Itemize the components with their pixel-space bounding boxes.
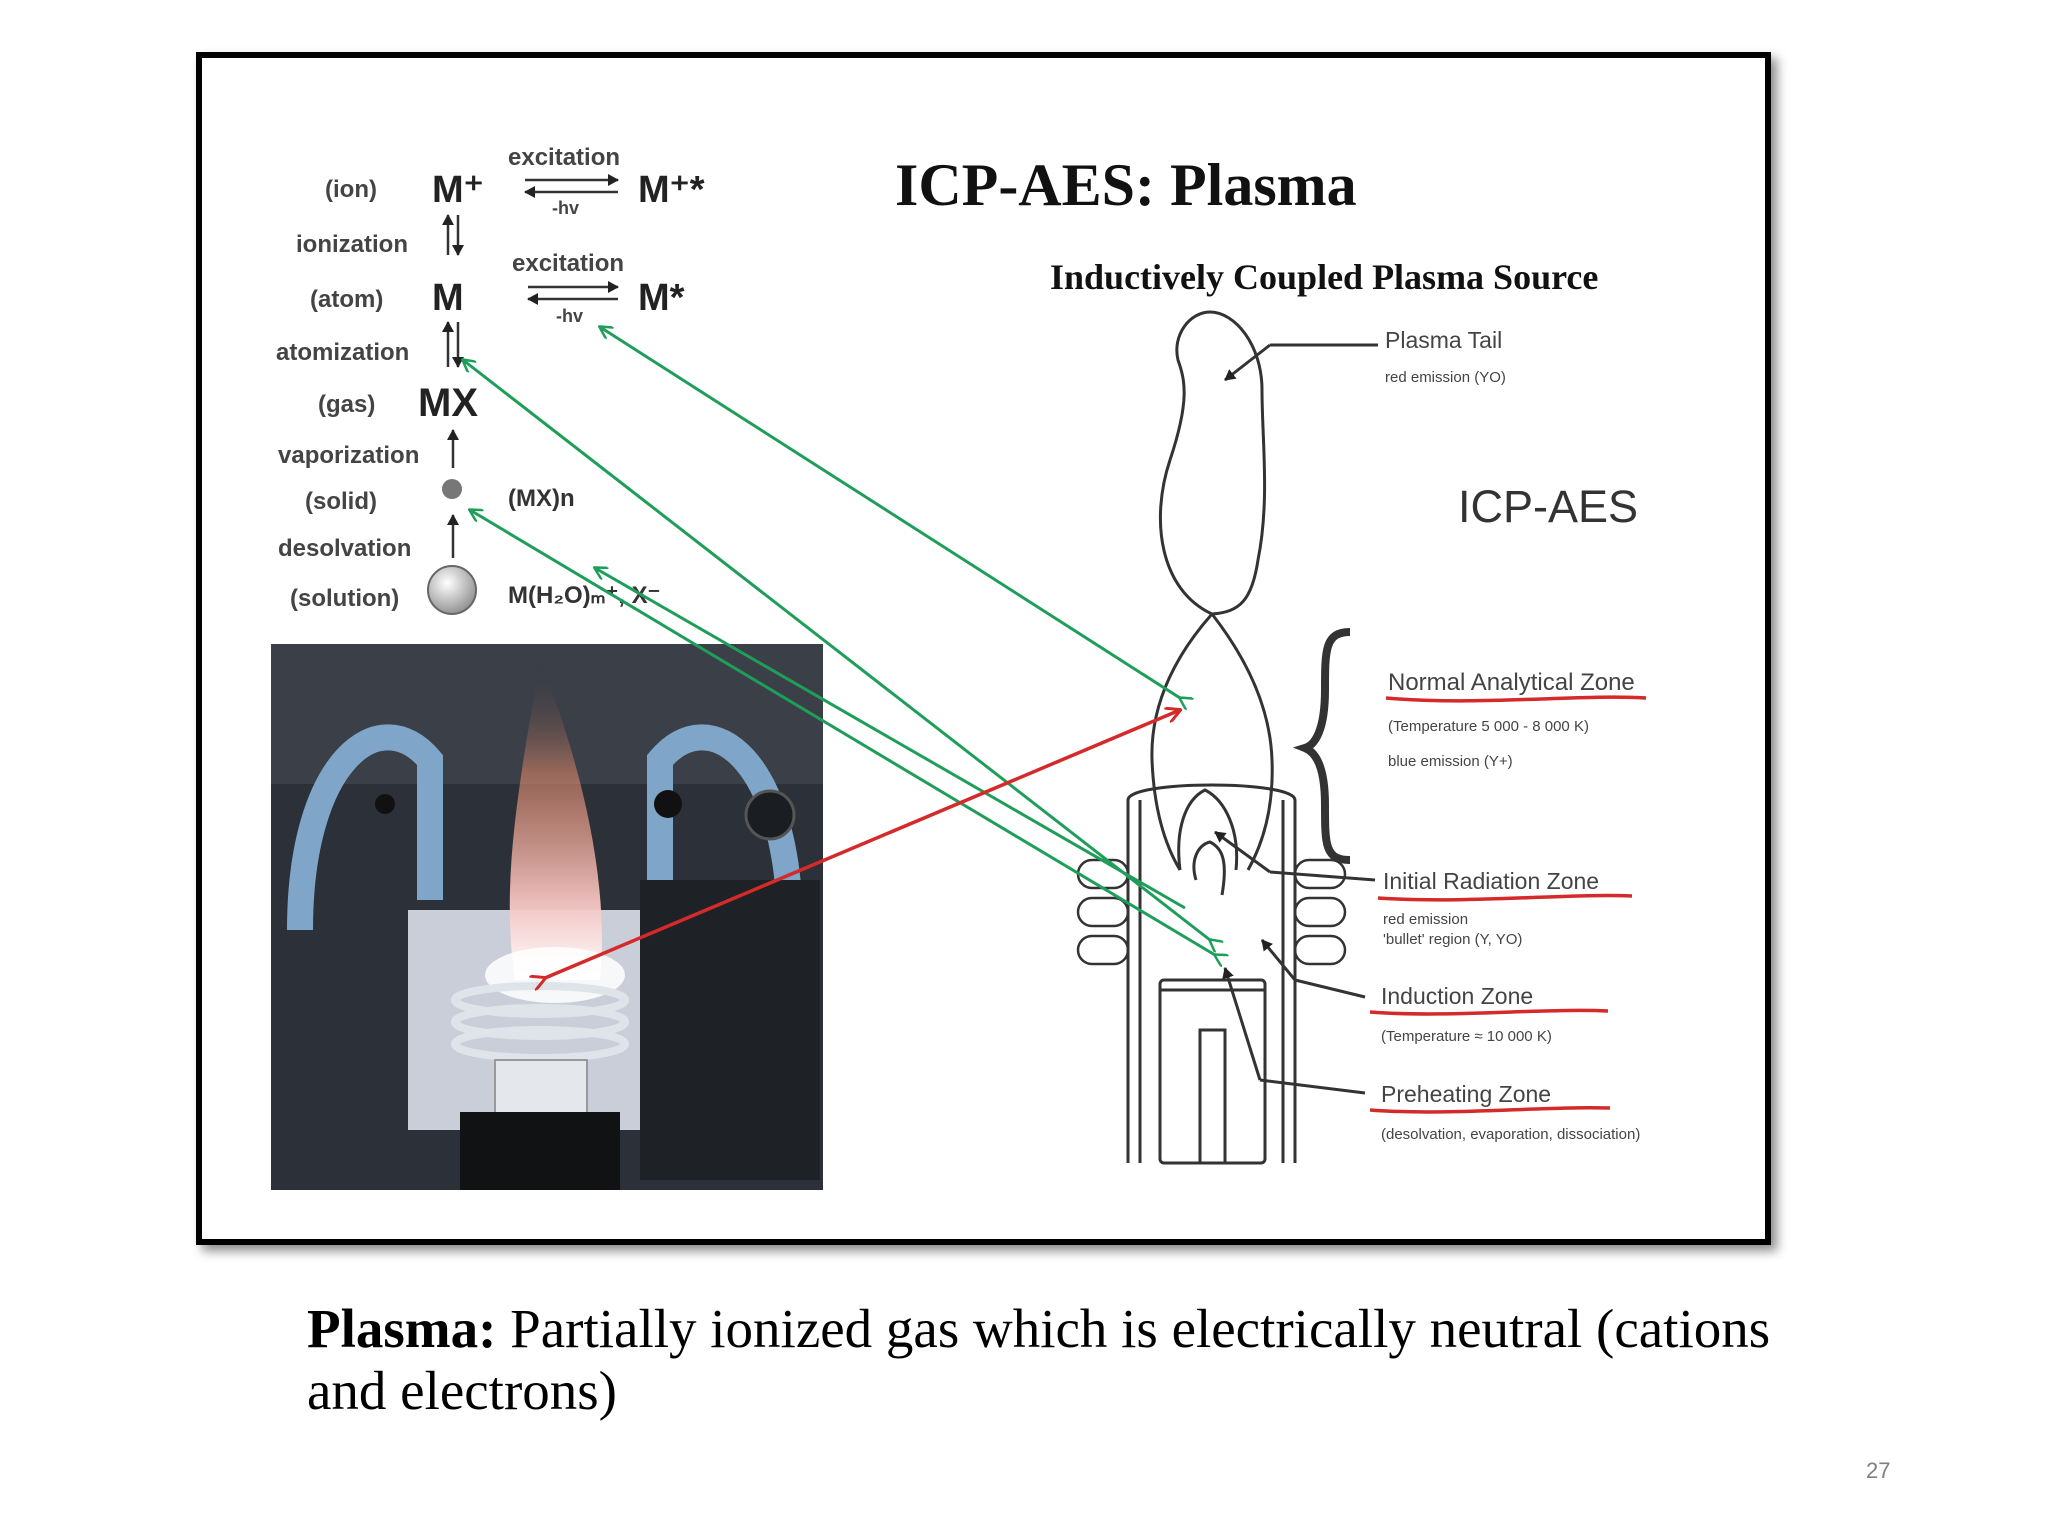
emission-label-atom: -hv (556, 306, 583, 326)
species-gas: MX (418, 381, 478, 425)
emission-label-ion: -hv (552, 198, 579, 218)
torch-drawing (1076, 310, 1378, 1165)
page-number: 27 (1866, 1458, 1891, 1483)
zone-name-normal-analytical: Normal Analytical Zone (1388, 669, 1635, 696)
process-ladder: (ion) ionization (atom) atomization (gas… (276, 144, 705, 615)
species-solution: M(H₂O)ₘ⁺, X⁻ (508, 582, 660, 609)
state-label-gas: (gas) (318, 391, 375, 418)
transition-ionization: ionization (296, 231, 408, 258)
solution-droplet-icon (427, 565, 477, 615)
torch-photo (271, 644, 823, 1190)
transition-vaporization: vaporization (278, 442, 419, 469)
zone-detail-initial-radiation: red emission (1383, 911, 1468, 928)
zone-name-initial-radiation: Initial Radiation Zone (1383, 868, 1599, 894)
species-excited-atom: M* (638, 277, 685, 319)
species-ion: M⁺ (432, 169, 484, 211)
state-label-atom: (atom) (310, 286, 383, 313)
caption-term: Plasma: (307, 1298, 497, 1359)
zone-detail2-initial-radiation: 'bullet' region (Y, YO) (1383, 931, 1522, 948)
zone-labels: Plasma Tail red emission (YO) Normal Ana… (1381, 327, 1640, 1143)
zone-detail2-normal-analytical: blue emission (Y+) (1388, 753, 1513, 770)
excitation-label-ion: excitation (508, 144, 620, 171)
side-label: ICP-AES (1458, 481, 1638, 532)
zone-name-induction: Induction Zone (1381, 983, 1533, 1009)
transition-atomization: atomization (276, 339, 409, 366)
zone-name-preheating: Preheating Zone (1381, 1081, 1551, 1107)
zone-detail-induction: (Temperature ≈ 10 000 K) (1381, 1028, 1552, 1045)
transition-desolvation: desolvation (278, 535, 411, 562)
connector-arrows (463, 327, 1215, 978)
caption: Plasma: Partially ionized gas which is e… (307, 1298, 1807, 1422)
species-solid: (MX)n (508, 485, 575, 512)
slide-title: ICP-AES: Plasma (895, 152, 1357, 218)
excitation-label-atom: excitation (512, 250, 624, 277)
zone-underlines (1369, 695, 1647, 1114)
zone-name-plasma-tail: Plasma Tail (1385, 327, 1502, 353)
species-atom: M (432, 277, 464, 319)
state-label-ion: (ion) (325, 176, 377, 203)
caption-definition: Partially ionized gas which is electrica… (307, 1298, 1771, 1421)
state-label-solid: (solid) (305, 488, 377, 515)
state-label-solution: (solution) (290, 585, 399, 612)
species-excited-ion: M⁺* (638, 169, 705, 211)
zone-detail-preheating: (desolvation, evaporation, dissociation) (1381, 1126, 1640, 1143)
zone-detail-normal-analytical: (Temperature 5 000 - 8 000 K) (1388, 718, 1589, 735)
zone-detail-plasma-tail: red emission (YO) (1385, 369, 1506, 386)
solid-particle-icon (442, 479, 462, 499)
slide-subtitle: Inductively Coupled Plasma Source (1050, 257, 1598, 297)
